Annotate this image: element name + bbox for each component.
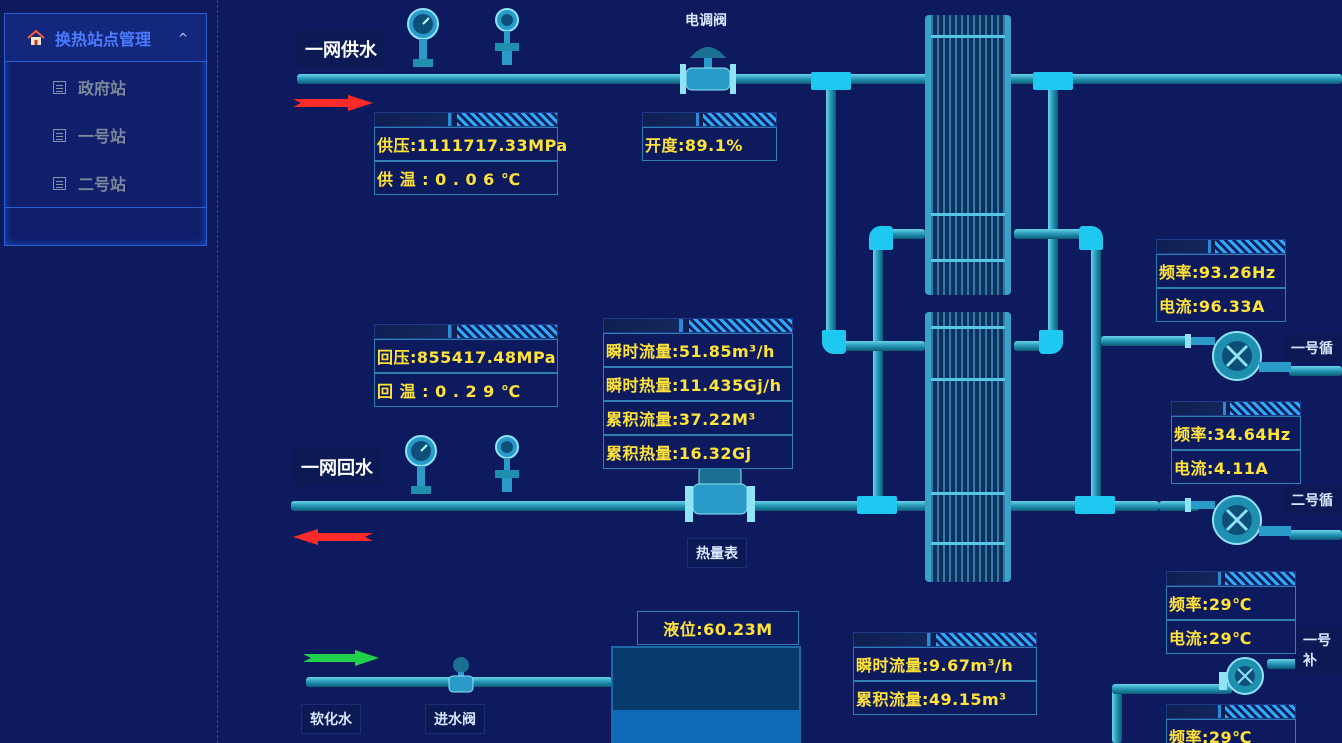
pump1-frequency: 频率:93.26Hz: [1156, 254, 1286, 288]
makeup-riser: [1112, 688, 1122, 743]
supply-tee-right: [1033, 72, 1073, 90]
return-info-panel: 回压:855417.48MPa 回 温 : 0 . 2 9 ℃: [374, 324, 558, 407]
pump1-info-panel: 频率:93.26Hz 电流:96.33A: [1156, 239, 1286, 322]
menu-group-header[interactable]: 换热站点管理 ^: [5, 14, 206, 62]
pressure-gauge-icon: [495, 435, 519, 492]
menu-item-label: 政府站: [78, 79, 127, 98]
pump4-info-panel: 频率:29℃: [1166, 704, 1296, 743]
heat-exchanger-2: [925, 312, 1011, 582]
return-pressure: 回压:855417.48MPa: [374, 339, 558, 373]
inlet-valve-icon[interactable]: [445, 656, 477, 696]
makeup-pipe: [1112, 684, 1232, 694]
electric-valve-icon[interactable]: [680, 38, 736, 96]
process-diagram: 一网供水 一网回水 电调阀 热量表 软化水 进水阀 一号循 二号循 一号补 供压…: [219, 0, 1342, 743]
pump2-info-panel: 频率:34.64Hz 电流:4.11A: [1171, 401, 1301, 484]
return-title: 一网回水: [293, 448, 381, 486]
sidebar-top-remnant: [60, 0, 180, 2]
supply-info-panel: 供压:1111717.33MPa 供 温 : 0 . 0 6 ℃: [374, 112, 567, 195]
heat-exchanger-1: [925, 15, 1011, 295]
heat-meter-info-panel: 瞬时流量:51.85m³/h 瞬时热量:11.435Gj/h 累积流量:37.2…: [603, 318, 793, 469]
return-tee-left: [857, 496, 897, 514]
house-icon: [27, 29, 45, 45]
hx1-return-outlet: [1014, 229, 1101, 239]
hx2-supply-outlet: [1014, 341, 1058, 351]
chevron-up-icon[interactable]: ^: [177, 30, 188, 45]
pump1-label: 一号循: [1283, 334, 1341, 362]
pump-icon[interactable]: [1185, 326, 1291, 384]
hx1-return-inlet: [873, 229, 925, 239]
pump2-frequency: 频率:34.64Hz: [1171, 416, 1301, 450]
makeup-instant-flow: 瞬时流量:9.67m³/h: [853, 647, 1037, 681]
pump4-frequency: 频率:29℃: [1166, 719, 1296, 743]
return-temperature: 回 温 : 0 . 2 9 ℃: [374, 373, 558, 407]
menu-item-station-2[interactable]: 二号站: [5, 159, 206, 207]
station-menu: 换热站点管理 ^ 政府站 一号站 二号站: [4, 13, 207, 246]
return-riser-left: [873, 232, 883, 502]
pump2-in-pipe: [1159, 501, 1199, 511]
supply-pressure: 供压:1111717.33MPa: [374, 127, 567, 161]
menu-item-label: 二号站: [78, 175, 127, 194]
instant-heat: 瞬时热量:11.435Gj/h: [603, 367, 793, 401]
pump3-frequency: 频率:29℃: [1166, 586, 1296, 620]
heat-meter-icon[interactable]: [685, 466, 755, 524]
makeup-cumulative-flow: 累积流量:49.15m³: [853, 681, 1037, 715]
supply-flow-arrow-icon: [293, 95, 373, 111]
elbow-left-bottom: [822, 330, 846, 354]
tank-water-level: [613, 710, 799, 743]
softened-water-flow-arrow-icon: [303, 650, 379, 666]
supply-tee-left: [811, 72, 851, 90]
supply-temperature: 供 温 : 0 . 0 6 ℃: [374, 161, 558, 195]
tank-level: 液位:60.23M: [637, 611, 799, 645]
pump1-current: 电流:96.33A: [1156, 288, 1286, 322]
pump3-current: 电流:29℃: [1166, 620, 1296, 654]
cumulative-heat: 累积热量:16.32Gj: [603, 435, 793, 469]
pressure-gauge-icon: [405, 435, 437, 494]
document-icon: [53, 80, 66, 94]
pump-icon[interactable]: [1219, 654, 1267, 696]
menu-item-label: 一号站: [78, 127, 127, 146]
cumulative-flow: 累积流量:37.22M³: [603, 401, 793, 435]
pressure-gauge-icon: [407, 8, 439, 67]
return-tee-right: [1075, 496, 1115, 514]
menu-item-government-station[interactable]: 政府站: [5, 63, 206, 111]
instant-flow: 瞬时流量:51.85m³/h: [603, 333, 793, 367]
elbow-right-top: [1079, 226, 1103, 250]
valve-info-panel: 开度:89.1%: [642, 112, 777, 161]
makeup-info-panel: 瞬时流量:9.67m³/h 累积流量:49.15m³: [853, 632, 1037, 715]
menu-item-station-1[interactable]: 一号站: [5, 111, 206, 159]
tank-level-panel: 液位:60.23M: [637, 611, 799, 645]
water-tank: [611, 646, 801, 743]
pump3-label: 一号补: [1295, 626, 1342, 674]
pump3-info-panel: 频率:29℃ 电流:29℃: [1166, 571, 1296, 654]
supply-title: 一网供水: [297, 30, 385, 68]
supply-riser-right: [1048, 84, 1058, 336]
valve-opening: 开度:89.1%: [642, 127, 777, 161]
sidebar: 换热站点管理 ^ 政府站 一号站 二号站: [0, 0, 218, 743]
pump2-label: 二号循: [1283, 486, 1341, 514]
softened-water-label: 软化水: [301, 704, 361, 734]
return-riser-right: [1091, 232, 1101, 502]
menu-list: 政府站 一号站 二号站: [5, 63, 206, 208]
valve-label: 电调阀: [685, 13, 727, 29]
hx2-supply-inlet: [826, 341, 925, 351]
return-flow-arrow-icon: [293, 529, 373, 545]
pump2-current: 电流:4.11A: [1171, 450, 1301, 484]
elbow-right-bottom: [1039, 330, 1063, 354]
pump1-out-pipe: [1289, 366, 1342, 376]
inlet-valve-label: 进水阀: [425, 704, 485, 734]
supply-riser-left: [826, 84, 836, 336]
pump-icon[interactable]: [1185, 490, 1291, 548]
elbow-left-top: [869, 226, 893, 250]
pump1-pipe: [1101, 336, 1191, 346]
document-icon: [53, 176, 66, 190]
document-icon: [53, 128, 66, 142]
pressure-gauge-icon: [495, 8, 519, 65]
pump2-out-pipe: [1289, 530, 1342, 540]
menu-group-title: 换热站点管理: [55, 29, 152, 49]
heat-meter-label: 热量表: [687, 538, 747, 568]
